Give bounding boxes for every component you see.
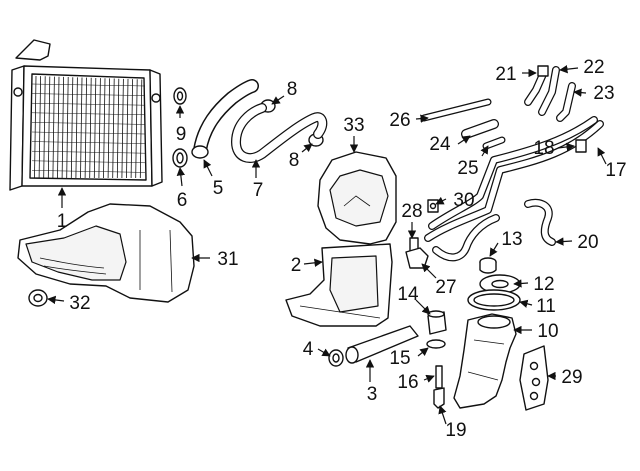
hose-clamp-9: [173, 87, 187, 105]
radiator: [9, 39, 163, 191]
callout-11: 11: [536, 296, 556, 317]
hose-clamp-4: [328, 349, 344, 367]
callout-21: 21: [495, 64, 516, 85]
callout-19: 19: [445, 420, 466, 441]
callout-9: 9: [176, 124, 187, 145]
coolant-hose-7: [231, 103, 328, 163]
callout-17: 17: [605, 160, 626, 181]
callout-7: 7: [253, 180, 264, 201]
hose-20: [524, 198, 556, 246]
valve-27: [405, 247, 429, 269]
callout-8-upper: 8: [287, 79, 298, 100]
callout-1: 1: [57, 211, 68, 232]
hose-22: [538, 66, 560, 116]
callout-32: 32: [69, 293, 90, 314]
callout-13: 13: [501, 229, 522, 250]
callout-22: 22: [583, 57, 604, 78]
callout-25: 25: [457, 158, 478, 179]
callout-31: 31: [217, 249, 238, 270]
pipe-26: [420, 98, 492, 122]
hose-23: [556, 82, 576, 122]
tube-3: [345, 325, 419, 364]
callout-15: 15: [389, 348, 410, 369]
fitting-30: [427, 199, 439, 213]
cap-14: [427, 310, 447, 335]
hose-clamp-6: [172, 148, 188, 168]
sensor-16: [435, 365, 443, 389]
pipe-24: [461, 119, 499, 139]
bracket-panel: [285, 243, 393, 327]
callout-29: 29: [561, 367, 582, 388]
grommet: [28, 289, 48, 307]
callout-33: 33: [343, 115, 364, 136]
callout-24: 24: [429, 134, 451, 155]
coolant-hose-5: [191, 79, 259, 159]
pipe-25: [482, 136, 506, 150]
callout-2: 2: [291, 255, 302, 276]
callout-labels: 1 2 3 4 5 6 7 8 8 9 10 11 12 13 14 15 16…: [57, 57, 627, 441]
heat-shield: [317, 151, 397, 245]
callout-3: 3: [367, 384, 378, 405]
o-ring-15: [426, 339, 446, 349]
sensor-19: [433, 387, 445, 409]
callout-26: 26: [389, 110, 410, 131]
hose-21: [524, 65, 549, 106]
leader-lines: [47, 64, 607, 425]
callout-28: 28: [401, 201, 422, 222]
callout-20: 20: [577, 232, 598, 253]
callout-8-lower: 8: [289, 150, 300, 171]
callout-6: 6: [177, 190, 188, 211]
cap-13: [479, 257, 497, 274]
seal-12: [479, 274, 521, 294]
callout-4: 4: [303, 339, 314, 360]
callout-30: 30: [453, 190, 474, 211]
callout-10: 10: [537, 321, 558, 342]
air-duct: [17, 203, 195, 303]
ring-11: [467, 289, 521, 311]
callout-14: 14: [397, 284, 419, 305]
callout-18: 18: [533, 138, 554, 159]
callout-23: 23: [593, 83, 614, 104]
gasket-plate: [519, 345, 549, 411]
callout-12: 12: [533, 274, 554, 295]
reservoir: [453, 313, 517, 409]
callout-5: 5: [213, 178, 224, 199]
callout-27: 27: [435, 277, 456, 298]
callout-16: 16: [397, 372, 418, 393]
